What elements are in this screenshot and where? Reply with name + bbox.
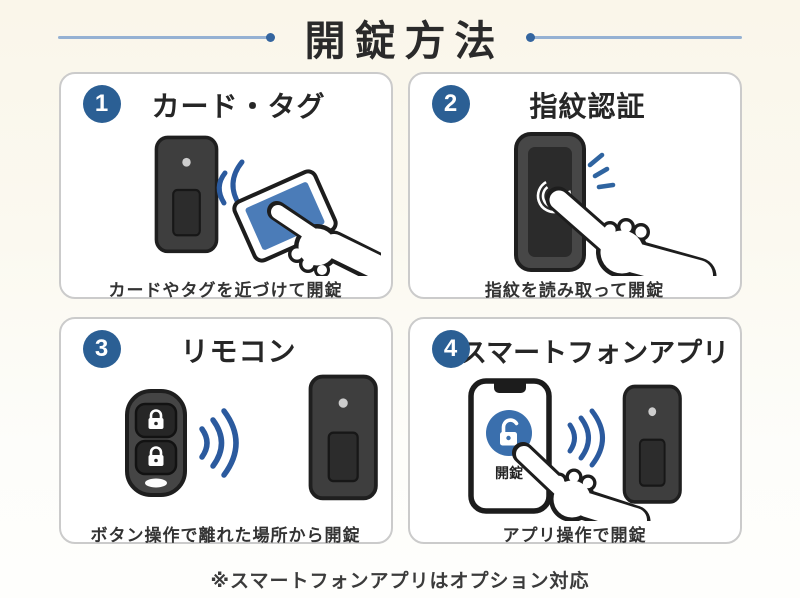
card-tag-scene <box>154 135 381 276</box>
lock-button-icon-2 <box>148 446 163 466</box>
panel-2-title: 指紋認証 <box>529 91 646 122</box>
pointing-hand-icon <box>545 186 716 276</box>
smartphone-app-illustration: 開錠 <box>418 371 732 521</box>
methods-grid: 1 カード・タグ <box>0 72 800 545</box>
title-rule-right <box>525 32 742 42</box>
fingerprint-illustration <box>418 126 732 276</box>
app-button-label: 開錠 <box>495 465 524 481</box>
lock-device-icon <box>154 135 218 254</box>
remote-scene <box>124 374 378 501</box>
tapping-hand-icon <box>511 442 650 521</box>
panel-4-caption: アプリ操作で開錠 <box>502 526 647 545</box>
signal-waves-icon <box>567 408 605 468</box>
panel-1-header: 1 カード・タグ <box>69 84 383 126</box>
panel-1-title: カード・タグ <box>151 91 326 122</box>
option-footnote: ※スマートフォンアプリはオプション対応 <box>210 571 590 592</box>
lock-device-icon <box>621 384 682 504</box>
lock-button-icon-1 <box>148 409 163 429</box>
panel-smartphone-app: 4 スマートフォンアプリ 開錠 <box>407 317 742 545</box>
panel-remote: 3 リモコン <box>58 317 393 545</box>
signal-waves-icon <box>216 159 244 209</box>
panel-3-caption: ボタン操作で離れた場所から開錠 <box>90 526 361 545</box>
title-rule-left <box>58 32 275 42</box>
fingerprint-scene <box>513 132 716 276</box>
remote-illustration <box>69 371 383 521</box>
panel-card-tag: 1 カード・タグ <box>58 72 393 300</box>
number-badge-1: 1 <box>82 85 121 123</box>
number-badge-2: 2 <box>431 85 470 123</box>
header: 開錠方法 <box>0 2 800 72</box>
panel-3-header: 3 リモコン <box>69 329 383 371</box>
title-dot-left <box>265 32 275 42</box>
panel-fingerprint: 2 指紋認証 <box>407 72 742 300</box>
panel-1-caption: カードやタグを近づけて開錠 <box>108 281 343 300</box>
number-badge-4: 4 <box>431 330 470 368</box>
remote-icon <box>124 389 187 497</box>
panel-3-title: リモコン <box>180 336 297 367</box>
hand-icon <box>266 201 381 276</box>
smartphone-scene: 開錠 <box>467 378 682 521</box>
panel-4-title: スマートフォンアプリ <box>459 337 730 368</box>
number-badge-3: 3 <box>82 330 121 368</box>
card-tag-illustration <box>69 126 383 276</box>
sparkle-icon <box>587 152 615 190</box>
page-title: 開錠方法 <box>304 18 505 64</box>
panel-4-header: 4 スマートフォンアプリ <box>418 329 732 371</box>
lock-device-icon <box>308 374 378 501</box>
panel-2-header: 2 指紋認証 <box>418 84 732 126</box>
title-dot-right <box>525 32 535 42</box>
signal-waves-icon <box>198 408 239 478</box>
panel-2-caption: 指紋を読み取って開錠 <box>484 281 665 300</box>
